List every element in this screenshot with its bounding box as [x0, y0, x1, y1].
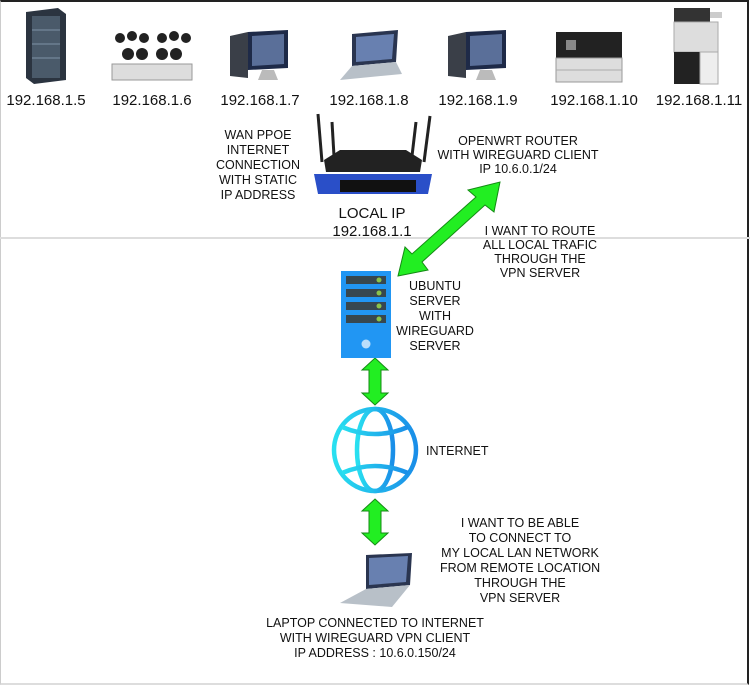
desktop-pc-icon: [230, 30, 288, 80]
laptop-icon: [340, 30, 402, 80]
desktop-pc-icon: [448, 30, 506, 80]
internet-laptop-arrow: [360, 498, 390, 546]
router-icon: [314, 113, 432, 194]
internet-label: INTERNET: [426, 444, 489, 458]
cctv-nvr-icon: [111, 31, 193, 81]
remote-laptop-icon: [340, 553, 412, 607]
device-ip-label: 192.168.1.5: [6, 92, 86, 109]
server-rack-icon: [26, 8, 66, 84]
vpn-server-icon: [341, 271, 391, 358]
device-ip-label: 192.168.1.9: [438, 92, 518, 109]
device-ip-label: 192.168.1.11: [655, 92, 743, 109]
device-ip-label: 192.168.1.8: [329, 92, 409, 109]
printer-icon: [555, 32, 623, 83]
copier-icon: [673, 8, 722, 85]
divider: [0, 237, 750, 239]
device-ip-label: 192.168.1.6: [112, 92, 192, 109]
device-ip-label: 192.168.1.10: [550, 92, 638, 109]
server-internet-arrow: [360, 357, 390, 406]
internet-globe-icon: [331, 406, 419, 494]
router-server-arrow: [397, 181, 501, 277]
device-ip-label: 192.168.1.7: [220, 92, 300, 109]
